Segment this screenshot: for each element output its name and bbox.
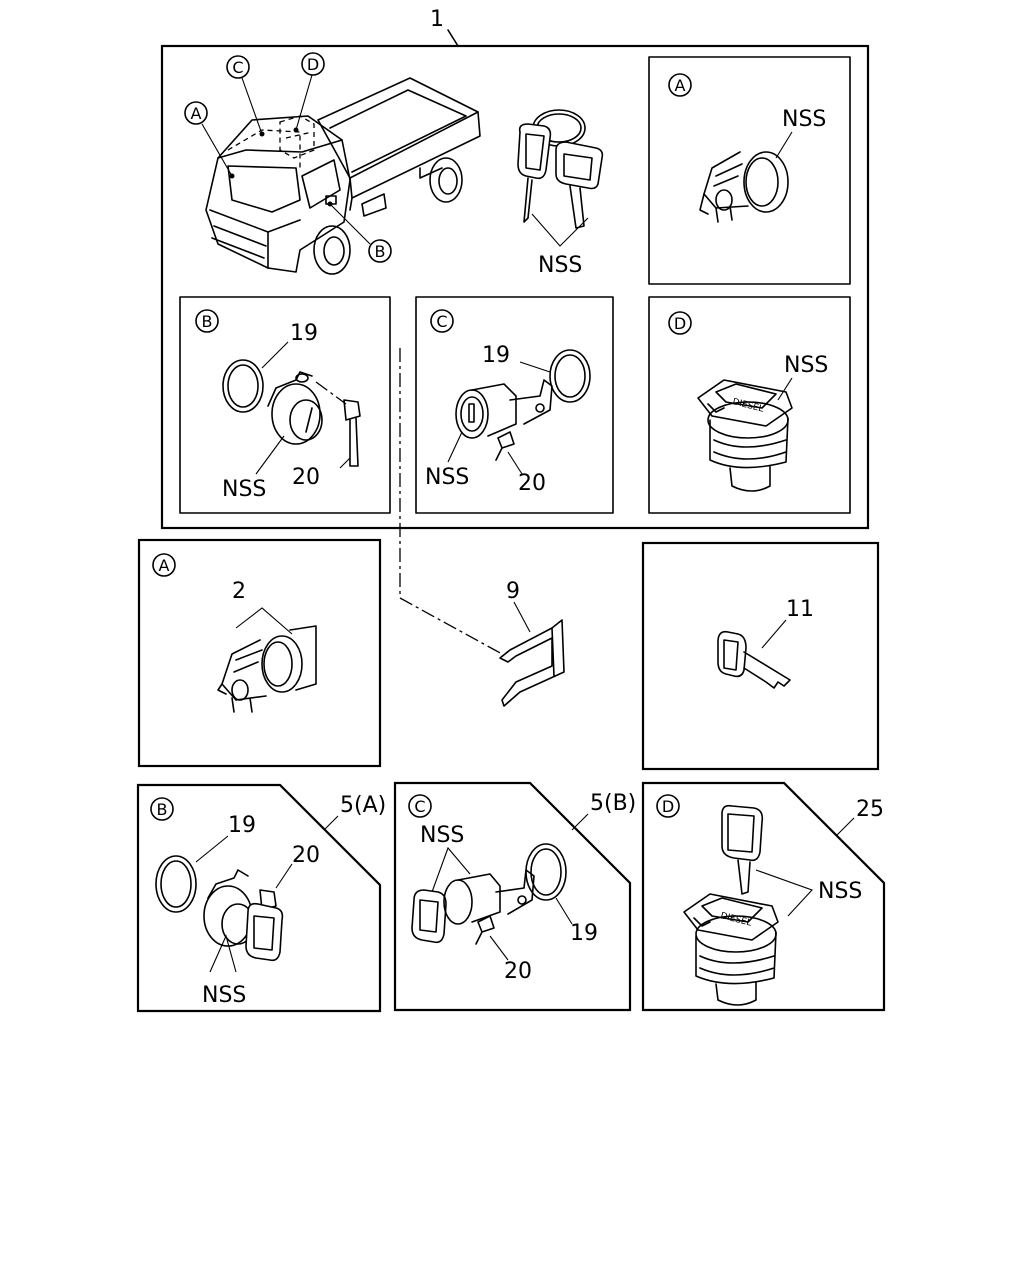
label-2: 2	[232, 579, 246, 604]
svg-text:A: A	[675, 76, 686, 95]
label-11: 11	[786, 597, 814, 622]
callout-a-truck: A	[184, 101, 208, 125]
svg-text:A: A	[159, 556, 170, 575]
label-19-b-mid: 19	[290, 321, 318, 346]
panel-a-lower: A 2	[137, 538, 382, 768]
label-20-5a: 20	[292, 843, 320, 868]
callout-b-panel-mid: B	[195, 309, 219, 333]
svg-text:B: B	[202, 312, 213, 331]
label-9: 9	[506, 579, 520, 604]
panel-5b: C 5(B) NSS 19 20	[393, 781, 636, 1012]
key-pair-illustration: NSS	[517, 109, 604, 278]
assembly-1-frame: 1	[160, 7, 870, 530]
part-9-plate: 9	[399, 348, 565, 707]
svg-text:D: D	[674, 314, 686, 333]
svg-text:D: D	[662, 797, 674, 816]
label-nss-fuel: NSS	[784, 353, 828, 378]
label-nss-ignition: NSS	[782, 107, 826, 132]
panel-c-middle: C 19 NSS 20	[415, 296, 614, 514]
svg-text:B: B	[375, 242, 386, 261]
callout-b-panel-5a: B	[150, 797, 174, 821]
svg-text:C: C	[436, 312, 447, 331]
label-nss-25: NSS	[818, 879, 862, 904]
label-assembly-1: 1	[430, 7, 444, 32]
callout-a-panel-lower: A	[152, 553, 176, 577]
label-5a: 5(A)	[340, 793, 386, 818]
label-nss-5b: NSS	[420, 823, 464, 848]
label-20-5b: 20	[504, 959, 532, 984]
label-19-5a: 19	[228, 813, 256, 838]
label-20-b-mid: 20	[292, 465, 320, 490]
label-nss-5a: NSS	[202, 983, 246, 1008]
callout-b-truck: B	[368, 239, 392, 263]
panel-25: D 25 NSS DIESEL	[641, 781, 886, 1012]
label-5b: 5(B)	[590, 791, 636, 816]
truck-illustration: A C D B	[184, 52, 481, 275]
label-19-5b: 19	[570, 921, 598, 946]
svg-text:D: D	[307, 55, 319, 74]
svg-text:A: A	[191, 104, 202, 123]
panel-b-middle: B 19 NSS 20	[179, 296, 391, 514]
panel-5a: B 5(A) 19 20 NSS	[136, 783, 386, 1013]
callout-a-panel-top: A	[668, 73, 692, 97]
callout-c-panel-5b: C	[408, 794, 432, 818]
callout-c-truck: C	[226, 55, 250, 79]
callout-d-panel-25: D	[656, 794, 680, 818]
callout-d-panel-mid: D	[668, 311, 692, 335]
fuel-cap-text-25: DIESEL	[719, 911, 752, 928]
svg-text:C: C	[414, 797, 425, 816]
label-nss-keys: NSS	[538, 253, 582, 278]
svg-text:C: C	[232, 58, 243, 77]
label-nss-c-mid: NSS	[425, 465, 469, 490]
panel-key-11: 11	[641, 541, 880, 771]
label-nss-b-mid: NSS	[222, 477, 266, 502]
callout-d-truck: D	[301, 52, 325, 76]
panel-a-top: A NSS	[648, 56, 851, 285]
label-20-c-mid: 20	[518, 471, 546, 496]
label-19-c-mid: 19	[482, 343, 510, 368]
panel-d-middle: D NSS DIESEL	[648, 296, 851, 514]
label-25: 25	[856, 797, 884, 822]
fuel-cap-text-mid: DIESEL	[731, 397, 764, 414]
callout-c-panel-mid: C	[430, 309, 454, 333]
svg-text:B: B	[157, 800, 168, 819]
